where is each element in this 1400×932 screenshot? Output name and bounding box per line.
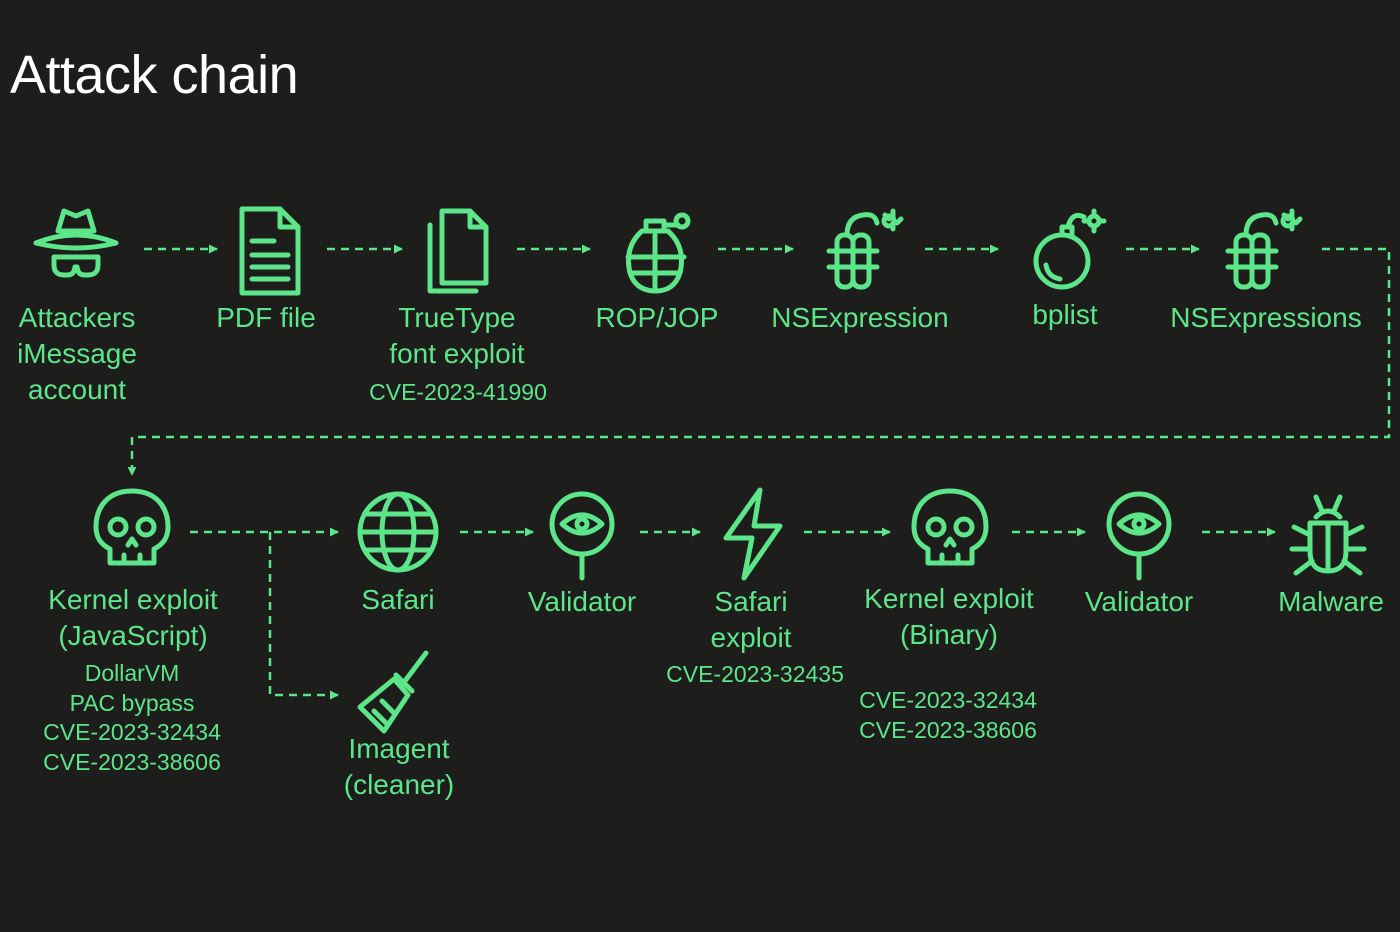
eye-pin-icon xyxy=(1091,486,1187,582)
node-sublabel: DollarVM PAC bypass CVE-2023-32434 CVE-2… xyxy=(43,660,221,775)
node-label: Kernel exploit (JavaScript) xyxy=(48,584,218,651)
arrow-wrap-row xyxy=(127,247,1391,476)
node-label: NSExpression xyxy=(771,302,949,333)
arrow-kernel-imagent xyxy=(268,532,339,700)
node-label: Validator xyxy=(527,586,637,617)
grenade-icon xyxy=(612,203,708,299)
spy-icon xyxy=(28,201,124,297)
node-label: PDF file xyxy=(216,302,316,333)
cve-label: CVE-2023-41990 xyxy=(369,379,547,405)
dynamite-icon xyxy=(1214,205,1310,301)
cve-label: CVE-2023-32434 CVE-2023-38606 xyxy=(859,687,1037,743)
eye-pin-icon xyxy=(534,486,630,582)
document-icon xyxy=(222,203,318,299)
cve-label: CVE-2023-32435 xyxy=(666,661,844,687)
globe-icon xyxy=(350,488,446,584)
node-label: Validator xyxy=(1084,586,1194,617)
node-label: Safari xyxy=(361,584,435,615)
node-label: Imagent (cleaner) xyxy=(343,733,455,800)
node-label: bplist xyxy=(1032,299,1098,330)
node-label: ROP/JOP xyxy=(595,302,719,333)
node-label: Kernel exploit (Binary) xyxy=(864,583,1034,650)
page-title: Attack chain xyxy=(10,45,299,105)
node-label: Safari exploit xyxy=(710,586,792,653)
node-label: TrueType font exploit xyxy=(389,302,525,369)
node-label: Attackers iMessage account xyxy=(17,302,137,405)
skull-icon xyxy=(902,483,998,579)
node-label: NSExpressions xyxy=(1170,302,1362,333)
broom-icon xyxy=(350,645,446,741)
bug-icon xyxy=(1280,489,1376,585)
copy-files-icon xyxy=(410,203,506,299)
lightning-icon xyxy=(704,486,800,582)
node-label: Malware xyxy=(1278,586,1384,617)
bomb-icon xyxy=(1024,203,1120,299)
dynamite-icon xyxy=(815,205,911,301)
skull-icon xyxy=(84,483,180,579)
